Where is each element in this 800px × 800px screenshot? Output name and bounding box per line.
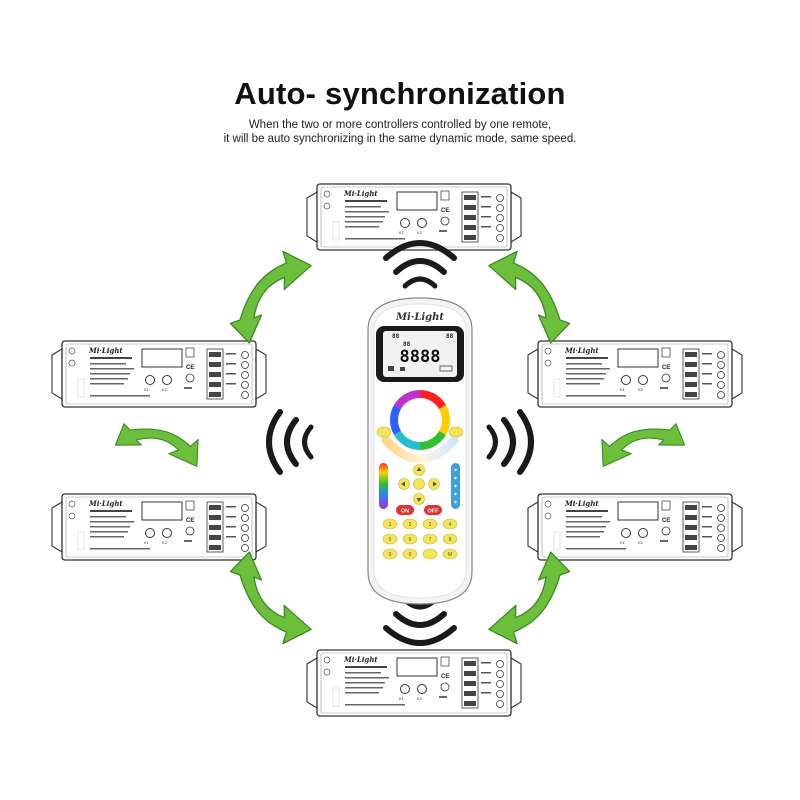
controller-k1-label: K1: [620, 540, 626, 545]
controller-brand: Mi·Light: [564, 499, 599, 508]
sync-arrow-icon: [107, 394, 211, 498]
key-blank[interactable]: [422, 548, 438, 560]
svg-text:1: 1: [389, 522, 392, 528]
sync-arrow-icon: [589, 394, 693, 498]
key-7[interactable]: 7: [422, 533, 438, 545]
key-5[interactable]: 5: [382, 533, 398, 545]
svg-text:M: M: [448, 552, 452, 558]
key-8[interactable]: 8: [442, 533, 458, 545]
off-button[interactable]: [424, 505, 442, 515]
svg-text:8: 8: [449, 537, 452, 543]
key-9[interactable]: 9: [382, 548, 398, 560]
controller-brand: Mi·Light: [88, 499, 123, 508]
on-button-label: ON: [401, 509, 409, 515]
dpad-center-button[interactable]: [413, 478, 425, 490]
controller-k2-label: K2: [638, 387, 644, 392]
remote-small-digits-right: 88: [446, 333, 454, 340]
controller-left-1: Mi·Light K1 K2 CE: [51, 340, 267, 408]
key-1[interactable]: 1: [382, 518, 398, 530]
key-0[interactable]: 0: [402, 548, 418, 560]
controller-right-2: Mi·Light K1 K2 CE: [527, 493, 743, 561]
controller-ce-mark: CE: [186, 365, 194, 371]
remote-small-digits-mid: 88: [403, 341, 411, 348]
white-temperature-arc[interactable]: [381, 435, 459, 464]
controller-ce-mark: CE: [441, 208, 449, 214]
svg-text:4: 4: [449, 522, 452, 528]
controller-brand: Mi·Light: [88, 346, 123, 355]
numeric-keypad: 1 2 3 4 5 6 7 8 9 0 M: [382, 518, 458, 560]
controller-k2-label: K2: [638, 540, 644, 545]
signal-wave-icon: [266, 240, 534, 646]
controller-brand: Mi·Light: [343, 189, 378, 198]
controller-k1-label: K1: [144, 387, 150, 392]
controller-k1-label: K1: [399, 230, 405, 235]
svg-text:2: 2: [409, 522, 412, 528]
saturation-slider[interactable]: [379, 463, 388, 509]
svg-text:5: 5: [389, 537, 392, 543]
key-2[interactable]: 2: [402, 518, 418, 530]
controller-top: Mi·Light K1 K2 CE: [306, 183, 522, 251]
controller-k1-label: K1: [620, 387, 626, 392]
color-wheel[interactable]: [390, 390, 450, 450]
subtitle-line-1: When the two or more controllers control…: [248, 119, 552, 131]
key-3[interactable]: 3: [422, 518, 438, 530]
on-button[interactable]: [396, 505, 414, 515]
sync-arrow-icon: [220, 549, 322, 648]
controller-right-1: Mi·Light K1 K2 CE: [527, 340, 743, 408]
controller-k2-label: K2: [162, 540, 168, 545]
controller-ce-mark: CE: [186, 518, 194, 524]
speed-down-button[interactable]: [376, 426, 392, 438]
controller-brand: Mi·Light: [564, 346, 599, 355]
svg-text:3: 3: [429, 522, 432, 528]
controller-brand: Mi·Light: [343, 655, 378, 664]
page-title: Auto- synchronization: [234, 76, 566, 111]
subtitle-line-2: it will be auto synchronizing in the sam…: [223, 133, 577, 145]
off-button-label: OFF: [428, 509, 440, 515]
sync-arrow-icon: [478, 549, 580, 648]
remote-small-digits-left: 88: [392, 333, 400, 340]
key-mode[interactable]: M: [442, 548, 458, 560]
controller-left-2: Mi·Light K1 K2 CE: [51, 493, 267, 561]
sync-arrow-icon: [220, 247, 322, 346]
controller-k1-label: K1: [144, 540, 150, 545]
svg-text:0: 0: [409, 552, 412, 558]
remote-main-digits: 8888: [400, 347, 441, 367]
speed-up-button[interactable]: [448, 426, 464, 438]
controller-k2-label: K2: [162, 387, 168, 392]
controller-ce-mark: CE: [441, 674, 449, 680]
controller-ce-mark: CE: [662, 365, 670, 371]
controller-k2-label: K2: [417, 230, 423, 235]
key-4[interactable]: 4: [442, 518, 458, 530]
svg-text:6: 6: [409, 537, 412, 543]
key-6[interactable]: 6: [402, 533, 418, 545]
svg-text:7: 7: [429, 537, 432, 543]
sync-arrow-icon: [478, 247, 580, 346]
controller-k2-label: K2: [417, 696, 423, 701]
remote-lcd: [383, 331, 457, 377]
controller-bottom: Mi·Light K1 K2 CE: [306, 649, 522, 717]
svg-text:9: 9: [389, 552, 392, 558]
remote-brand: Mi·Light: [395, 312, 444, 323]
page-subtitle: When the two or more controllers control…: [0, 118, 800, 146]
controller-k1-label: K1: [399, 696, 405, 701]
controller-ce-mark: CE: [662, 518, 670, 524]
remote-control: Mi·Light 88 88 88 8888: [367, 297, 473, 605]
